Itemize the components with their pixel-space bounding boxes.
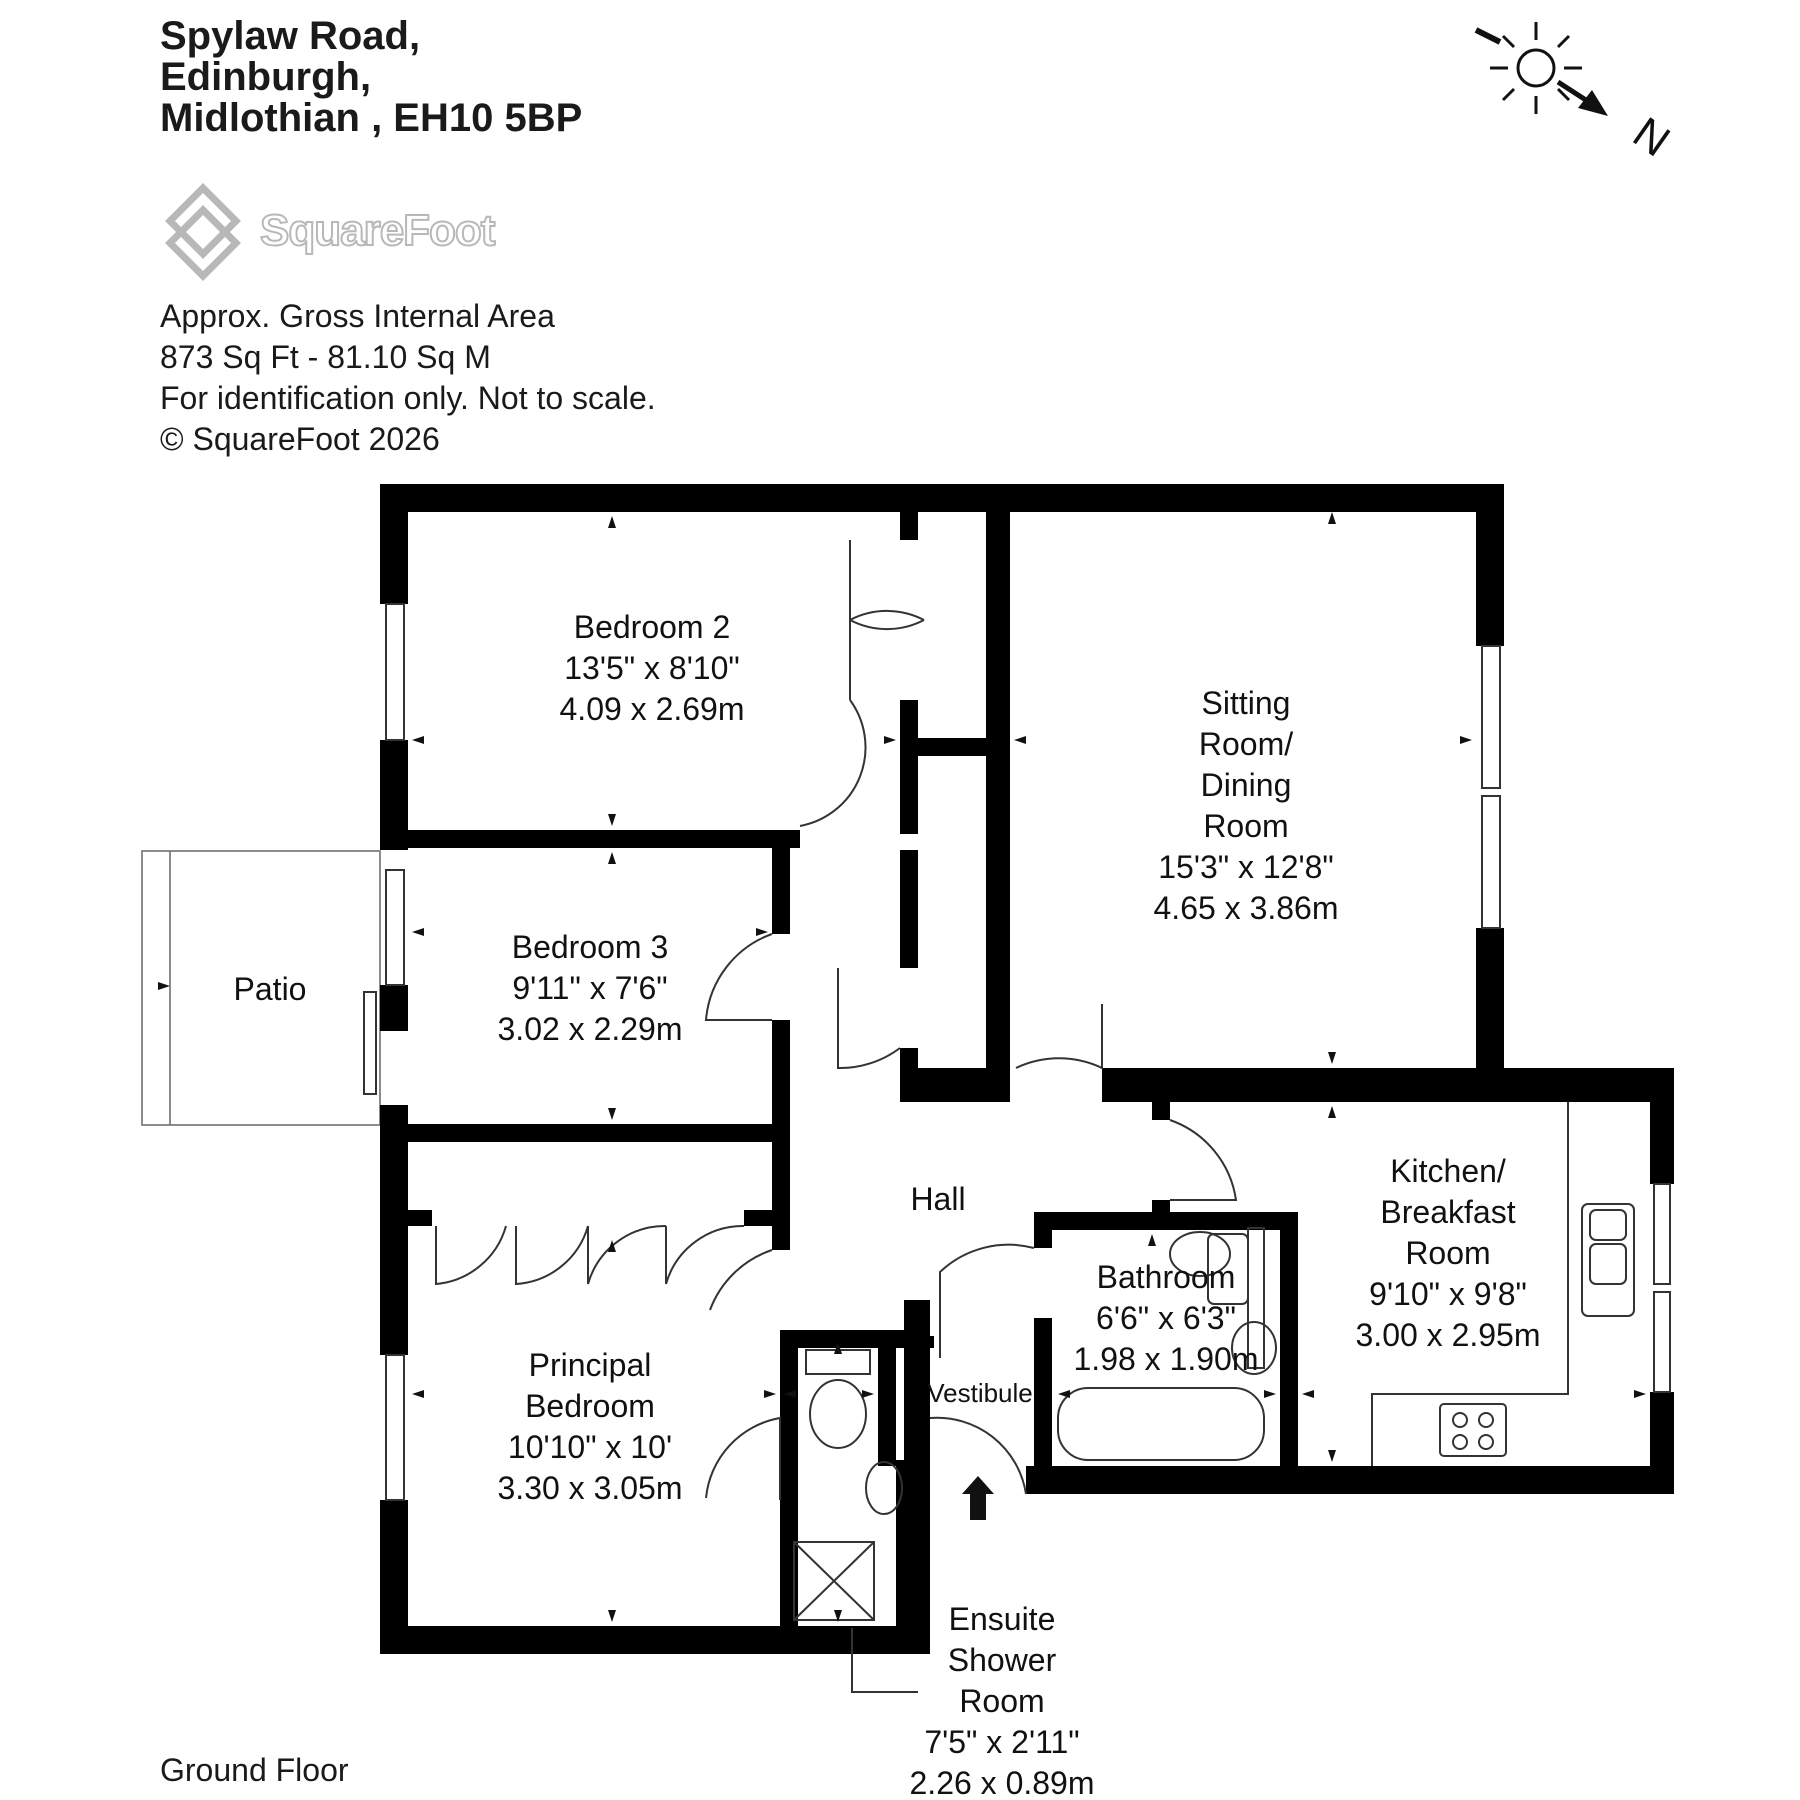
sitting-name-4: Room	[1203, 808, 1288, 844]
bedroom2-metric: 4.09 x 2.69m	[560, 691, 745, 727]
bathroom-metric: 1.98 x 1.90m	[1074, 1341, 1259, 1377]
principal-name-2: Bedroom	[525, 1388, 655, 1424]
compass-north-label: N	[1624, 108, 1678, 166]
kitchen-hob	[1439, 1403, 1507, 1457]
kitchen-metric: 3.00 x 2.95m	[1356, 1317, 1541, 1353]
bathroom-imperial: 6'6" x 6'3"	[1096, 1300, 1236, 1336]
windows	[363, 603, 1671, 1501]
bedroom3-imperial: 9'11" x 7'6"	[512, 970, 667, 1006]
bedroom2-imperial: 13'5" x 8'10"	[564, 650, 740, 686]
squarefoot-logo: SquareFoot	[158, 180, 538, 284]
principal-imperial: 10'10" x 10'	[508, 1429, 672, 1465]
floor-label: Ground Floor	[160, 1752, 349, 1788]
kitchen-name-3: Room	[1405, 1235, 1490, 1271]
shower-tray	[793, 1541, 875, 1621]
entrance-arrow-icon	[962, 1476, 994, 1520]
bedroom3-name: Bedroom 3	[512, 929, 669, 965]
ensuite-imperial: 7'5" x 2'11"	[924, 1724, 1079, 1760]
squarefoot-logo-icon	[165, 183, 241, 281]
kitchen-name-1: Kitchen/	[1390, 1153, 1506, 1189]
doors	[435, 540, 1238, 1500]
bedroom2-name: Bedroom 2	[574, 609, 731, 645]
address-line-1: Spylaw Road,	[160, 14, 421, 58]
address-line-2: Edinburgh,	[160, 55, 372, 99]
bathroom-name: Bathroom	[1097, 1259, 1236, 1295]
kitchen-sink	[1581, 1203, 1635, 1317]
copyright: © SquareFoot 2026	[160, 421, 440, 457]
disclaimer: For identification only. Not to scale.	[160, 380, 656, 416]
sitting-imperial: 15'3" x 12'8"	[1158, 849, 1334, 885]
room-labels: Bedroom 2 13'5" x 8'10" 4.09 x 2.69m Bed…	[234, 609, 1541, 1800]
hall-name: Hall	[910, 1181, 965, 1217]
sitting-name-3: Dining	[1201, 767, 1292, 803]
bedroom3-metric: 3.02 x 2.29m	[498, 1011, 683, 1047]
sitting-name-1: Sitting	[1202, 685, 1291, 721]
squarefoot-logo-text: SquareFoot	[259, 205, 496, 256]
address-line-3: Midlothian , EH10 5BP	[160, 96, 583, 140]
ensuite-basin	[865, 1461, 903, 1515]
ensuite-name-1: Ensuite	[949, 1601, 1056, 1637]
ensuite-name-2: Shower	[948, 1642, 1057, 1678]
fixtures	[793, 1102, 1635, 1693]
sitting-name-2: Room/	[1199, 726, 1293, 762]
dimension-arrows	[158, 512, 1646, 1622]
kitchen-worktop	[1371, 1102, 1569, 1466]
bath	[1057, 1387, 1265, 1461]
sitting-metric: 4.65 x 3.86m	[1154, 890, 1339, 926]
walls	[380, 484, 1674, 1654]
ensuite-metric: 2.26 x 0.89m	[910, 1765, 1095, 1800]
patio-name: Patio	[234, 971, 307, 1007]
vestibule-name: Vestibule	[927, 1378, 1033, 1408]
sun-north-arrow-icon	[1474, 22, 1608, 116]
principal-name-1: Principal	[529, 1347, 652, 1383]
bathroom-basin	[1231, 1321, 1277, 1375]
area-info-line-2: 873 Sq Ft - 81.10 Sq M	[160, 339, 491, 375]
area-info-line-1: Approx. Gross Internal Area	[160, 298, 555, 334]
principal-metric: 3.30 x 3.05m	[498, 1470, 683, 1506]
property-address: Spylaw Road, Edinburgh, Midlothian , EH1…	[160, 16, 582, 139]
area-info: Approx. Gross Internal Area 873 Sq Ft - …	[160, 296, 656, 460]
kitchen-imperial: 9'10" x 9'8"	[1369, 1276, 1527, 1312]
ensuite-name-3: Room	[959, 1683, 1044, 1719]
kitchen-name-2: Breakfast	[1380, 1194, 1515, 1230]
